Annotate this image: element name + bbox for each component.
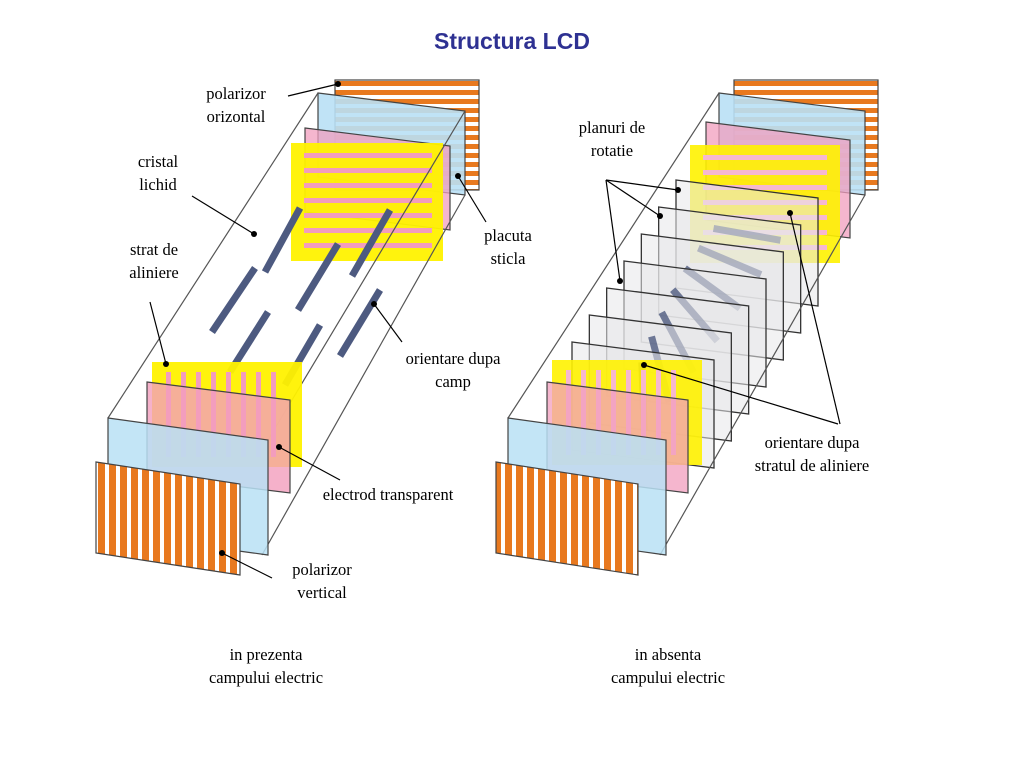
lc-molecule — [348, 208, 394, 278]
leader-dot — [641, 362, 647, 368]
right-lcd-stack — [495, 79, 879, 576]
leader-planuri-rotatie-3 — [605, 179, 679, 191]
leader-planuri-rotatie-2 — [605, 179, 661, 217]
leader-dot — [787, 210, 793, 216]
box-edge — [107, 92, 319, 419]
leader-orientare-camp — [373, 303, 403, 343]
leader-dots — [163, 81, 793, 556]
leader-dot — [219, 550, 225, 556]
alignment-slit — [304, 183, 432, 188]
leader-dot — [455, 173, 461, 179]
leader-orientare-aliniere-2 — [789, 212, 841, 425]
leader-polarizor-orizontal — [287, 83, 339, 97]
diagram-title: Structura LCD — [434, 28, 590, 54]
alignment-slit — [703, 155, 827, 160]
alignment-slit — [304, 198, 432, 203]
leader-polarizor-vertical — [221, 552, 273, 579]
leader-dot — [251, 231, 257, 237]
leader-dot — [657, 213, 663, 219]
box-edge — [261, 194, 466, 556]
alignment-slit — [304, 168, 432, 173]
field-aligned-molecules — [209, 206, 394, 387]
lc-molecule — [295, 242, 341, 312]
leader-lines — [149, 83, 841, 579]
box-edge — [507, 92, 720, 419]
front-vertical-polarizer — [495, 461, 639, 576]
leader-dot — [371, 301, 377, 307]
leader-placuta-sticla — [457, 175, 487, 223]
box-edge — [659, 194, 866, 556]
lc-molecule — [209, 266, 258, 334]
alignment-slit — [703, 170, 827, 175]
alignment-slit — [304, 213, 432, 218]
label-electrod-transparent: electrod transparent — [322, 485, 454, 504]
left-lcd-stack — [95, 79, 480, 576]
leader-electrod-transparent — [278, 446, 341, 481]
leader-dot — [617, 278, 623, 284]
alignment-slit — [304, 228, 432, 233]
lc-molecule — [337, 288, 383, 358]
alignment-slit — [304, 153, 432, 158]
leader-dot — [276, 444, 282, 450]
front-vertical-polarizer — [95, 461, 241, 576]
back-alignment-layer — [291, 143, 443, 261]
leader-dot — [163, 361, 169, 367]
leader-strat-aliniere — [149, 301, 167, 365]
leader-orientare-aliniere-1 — [643, 364, 839, 425]
leader-cristal-lichid — [191, 195, 255, 235]
lc-molecule — [261, 206, 304, 274]
alignment-slit — [703, 185, 827, 190]
leader-dot — [335, 81, 341, 87]
leader-dot — [675, 187, 681, 193]
leader-planuri-rotatie-1 — [605, 179, 621, 282]
